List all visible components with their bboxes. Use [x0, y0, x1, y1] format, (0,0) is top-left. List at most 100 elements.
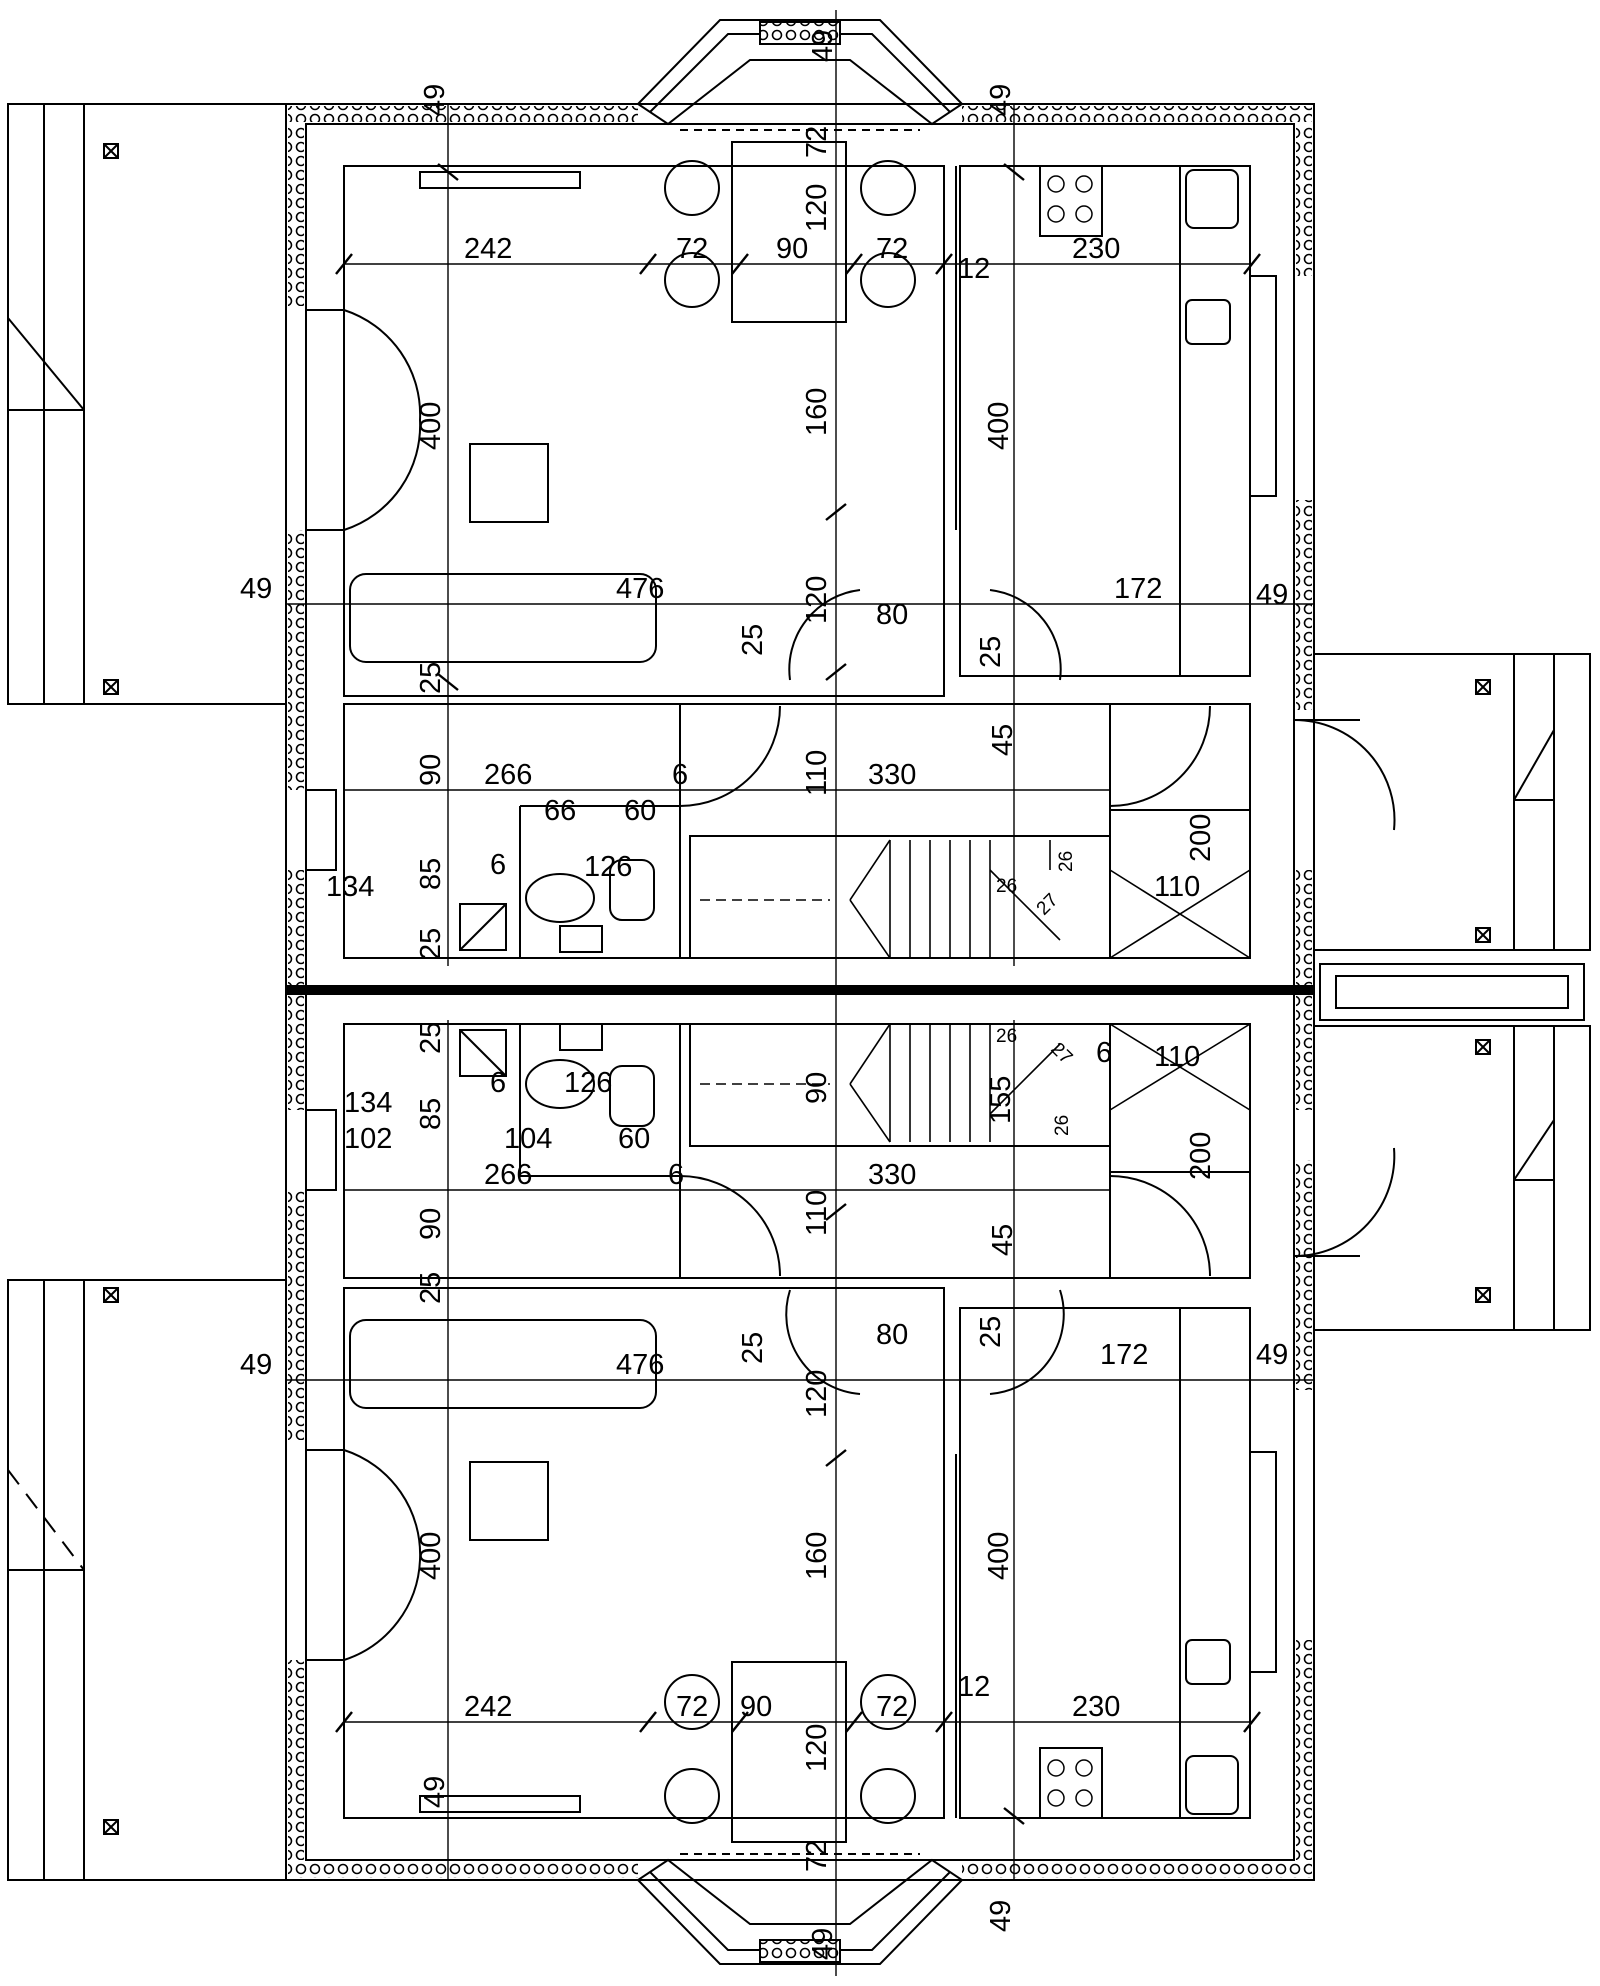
- sink-bottom: [1185, 1755, 1239, 1815]
- dim-b-kitchen-width: 230: [1072, 1691, 1120, 1723]
- insulation-left-b: [288, 530, 304, 790]
- dim-b-living-depth: 400: [415, 1532, 447, 1580]
- dim-stair-26b: 26: [1056, 851, 1077, 872]
- dim-wall-right-top: 49: [985, 84, 1017, 116]
- party-wall: [285, 985, 1315, 995]
- dim-b-bath-126: 126: [564, 1067, 612, 1099]
- dim-b-wall-25-b: 25: [415, 1272, 447, 1304]
- dimension-ticks: [335, 163, 1261, 1825]
- dim-b-axis-110: 110: [801, 1190, 833, 1236]
- door-bath-top: [679, 705, 781, 807]
- dim-b-hall-45: 45: [987, 1224, 1019, 1256]
- door-entrance-bottom: [1293, 1147, 1396, 1258]
- chair-top-2: [860, 160, 916, 216]
- porch-right-top: [1313, 653, 1591, 951]
- dim-bay-table: 120: [801, 184, 833, 232]
- windows: [305, 275, 1277, 1673]
- dim-hall-90: 90: [415, 754, 447, 786]
- washbasin-top: [525, 873, 595, 923]
- dim-b-bay-table: 120: [801, 1724, 833, 1772]
- chair-bottom-1: [664, 1674, 720, 1730]
- dim-wall-49-right: 49: [1256, 579, 1288, 611]
- kitchen-counter-top: [1179, 165, 1251, 677]
- insulation-left-d: [288, 1190, 304, 1440]
- dim-b-bath-266: 266: [484, 1159, 532, 1191]
- dim-kitchen-width: 230: [1072, 233, 1120, 265]
- stairs-bottom: [689, 1023, 1111, 1147]
- dim-b-wall-49-br: 49: [985, 1900, 1017, 1932]
- boiler-bottom: [559, 1023, 603, 1051]
- storage-cross-top: [1109, 869, 1251, 959]
- stair-treads-bottom: [700, 1023, 1061, 1143]
- hob-bottom: [1039, 1747, 1103, 1819]
- dim-bath-6b: 6: [490, 849, 506, 881]
- chair-bottom-4: [860, 1768, 916, 1824]
- dim-b-bath-104: 104: [504, 1123, 552, 1155]
- kitchen-counter-bottom: [1179, 1307, 1251, 1819]
- insulation-right-e: [1296, 1640, 1312, 1860]
- coffee-table-top: [469, 443, 549, 523]
- dim-b-wall-49-right: 49: [1256, 1339, 1288, 1371]
- furniture: [349, 141, 1251, 1843]
- dim-b-hall-90: 90: [415, 1208, 447, 1240]
- coffee-table-bottom: [469, 1461, 549, 1541]
- dims-top: 49 72 120 242 72 90 72 12 230 400 160 40…: [240, 30, 1288, 960]
- door-kitchen-bottom: [989, 1289, 1065, 1395]
- dim-hall-45: 45: [987, 724, 1019, 756]
- dim-axis-120: 120: [801, 576, 833, 624]
- dim-bay-depth: 72: [801, 126, 833, 158]
- dim-b-bath-6: 6: [490, 1067, 506, 1099]
- dim-b-axis-120: 120: [801, 1370, 833, 1418]
- dim-b-bath-102: 102: [344, 1123, 392, 1155]
- dim-bath-266: 266: [484, 759, 532, 791]
- dim-b-hall-200: 200: [1185, 1132, 1217, 1180]
- dining-table-bottom: [731, 1661, 847, 1843]
- dim-wall-25-mid: 25: [975, 636, 1007, 668]
- dim-sofa-len: 476: [616, 573, 664, 605]
- door-terrace-top-left: [306, 309, 422, 531]
- dim-b-wall-49-bl: 49: [419, 1776, 451, 1808]
- toilet-bottom: [609, 1065, 655, 1127]
- dim-b-stair-90: 90: [801, 1072, 833, 1104]
- dining-table-top: [731, 141, 847, 323]
- toilet-top: [609, 859, 655, 921]
- insulation-bottom-right: [962, 1862, 1312, 1878]
- dim-b-kitchen-depth: 400: [983, 1532, 1015, 1580]
- dim-axis-110: 110: [801, 750, 833, 796]
- dim-b-stair-26a: 26: [996, 1026, 1017, 1047]
- dim-stair-27: 27: [1033, 890, 1063, 920]
- basin-top: [1185, 299, 1231, 345]
- dim-kitchen-gap: 12: [958, 253, 990, 285]
- storage-cross-bottom: [1109, 1023, 1251, 1111]
- door-living-bottom: [785, 1289, 861, 1395]
- dim-b-table-w: 90: [740, 1691, 772, 1723]
- dim-hall-330: 330: [868, 759, 916, 791]
- dim-kitchen-depth: 400: [983, 402, 1015, 450]
- dim-wall-6: 6: [672, 759, 688, 791]
- dim-chair-b: 72: [876, 233, 908, 265]
- door-bath-bottom: [679, 1175, 781, 1277]
- dim-b-stair-155: 155: [985, 1076, 1017, 1124]
- door-terrace-bottom-left: [306, 1449, 422, 1661]
- dim-b-living-width: 242: [464, 1691, 512, 1723]
- dim-b-bath-60: 60: [618, 1123, 650, 1155]
- insulation-right-d: [1296, 1160, 1312, 1390]
- dim-b-bay-depth: 72: [801, 1840, 833, 1872]
- basin-bottom: [1185, 1639, 1231, 1685]
- dim-b-sofa-len: 476: [616, 1349, 664, 1381]
- stair-treads-top: [700, 839, 1061, 959]
- insulation-top-left: [288, 106, 638, 122]
- dim-b-stair-26b: 26: [1052, 1115, 1073, 1136]
- dim-wall-25-b: 25: [415, 928, 447, 960]
- dim-b-store-110: 110: [1154, 1041, 1200, 1073]
- bay-window-top: [636, 19, 964, 131]
- chair-top-3: [664, 252, 720, 308]
- dim-chair-a: 72: [676, 233, 708, 265]
- dim-kitchen-172: 172: [1114, 573, 1162, 605]
- insulation-bottom-left: [288, 1862, 638, 1878]
- hall-bottom: [343, 1023, 1251, 1279]
- terrace-bottom-left: [7, 1279, 287, 1881]
- xbox-markers: [103, 143, 1491, 1835]
- stairs-top: [689, 835, 1111, 959]
